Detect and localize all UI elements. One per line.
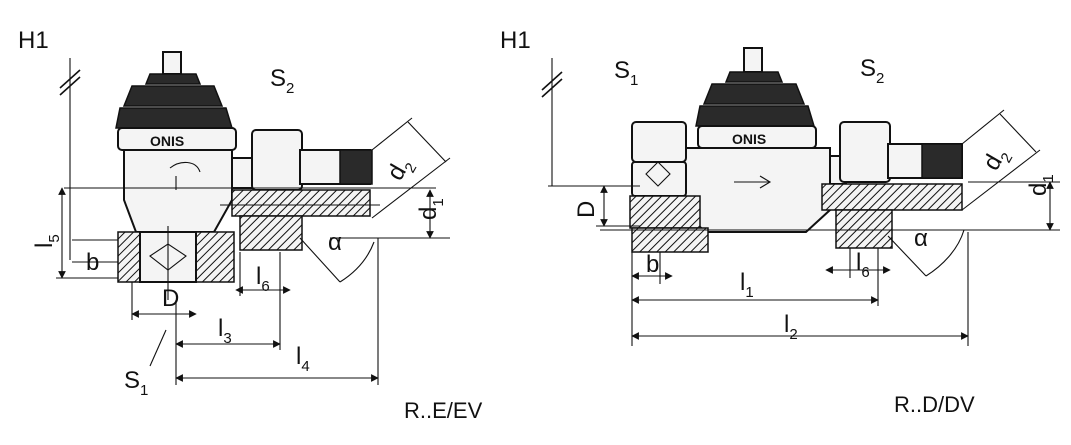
right-valve-body: [679, 147, 831, 233]
left-l5-dimension: [56, 187, 118, 279]
left-s1-label: S1: [124, 367, 148, 399]
right-h1-axis: [541, 58, 563, 186]
left-valve-head: [115, 51, 237, 151]
right-l1-label: l1: [740, 269, 754, 301]
left-d1-label: d1: [415, 198, 447, 220]
right-alpha-label: α: [914, 225, 928, 252]
right-s2-label: S2: [860, 55, 884, 87]
left-bottom-dimensions: [131, 238, 379, 385]
left-h1-axis: [59, 58, 81, 260]
right-h1-label: H1: [500, 27, 531, 54]
right-b-label: b: [646, 251, 659, 278]
left-d2-label: d2: [382, 153, 421, 188]
right-s1-label: S1: [614, 57, 638, 89]
right-angle-dimensions: [887, 109, 1060, 277]
right-bottom-dimensions: [631, 232, 969, 346]
right-D-label: D: [573, 201, 600, 218]
right-left-union: [629, 121, 709, 253]
left-D-label: D: [162, 285, 179, 312]
left-l3-label: l3: [218, 315, 232, 347]
left-h1-label: H1: [18, 27, 49, 54]
right-l2-label: l2: [784, 311, 798, 343]
left-caption: R..E/EV: [404, 398, 483, 423]
left-valve-body: [123, 149, 233, 233]
left-side-outlet: [220, 129, 380, 251]
right-d1-label: d1: [1025, 174, 1057, 196]
left-angle-valve-view: H1 S2 ONIS d2 d1 l5 b D α l6 l3 l4 S1 R.…: [18, 27, 483, 423]
left-s2-label: S2: [270, 65, 294, 97]
right-caption: R..D/DV: [894, 392, 975, 417]
left-alpha-label: α: [328, 229, 342, 256]
left-l4-label: l4: [296, 343, 310, 375]
right-l6-label: l6: [856, 249, 870, 281]
left-l6-label: l6: [256, 263, 270, 295]
left-l5-label: l5: [31, 234, 63, 248]
right-D-dimension: [548, 185, 640, 227]
left-bottom-connection: [117, 226, 235, 300]
right-straight-valve-view: H1 S1 S2 ONIS D d2 d1 b l1 l6 l2 α R..D/…: [500, 27, 1060, 417]
right-right-union: [600, 121, 1060, 249]
right-d2-label: d2: [978, 143, 1017, 178]
left-brand-mark: ONIS: [150, 133, 184, 149]
left-b-label: b: [86, 249, 99, 276]
right-brand-mark: ONIS: [732, 131, 766, 147]
left-angle-dimensions: [64, 117, 451, 283]
